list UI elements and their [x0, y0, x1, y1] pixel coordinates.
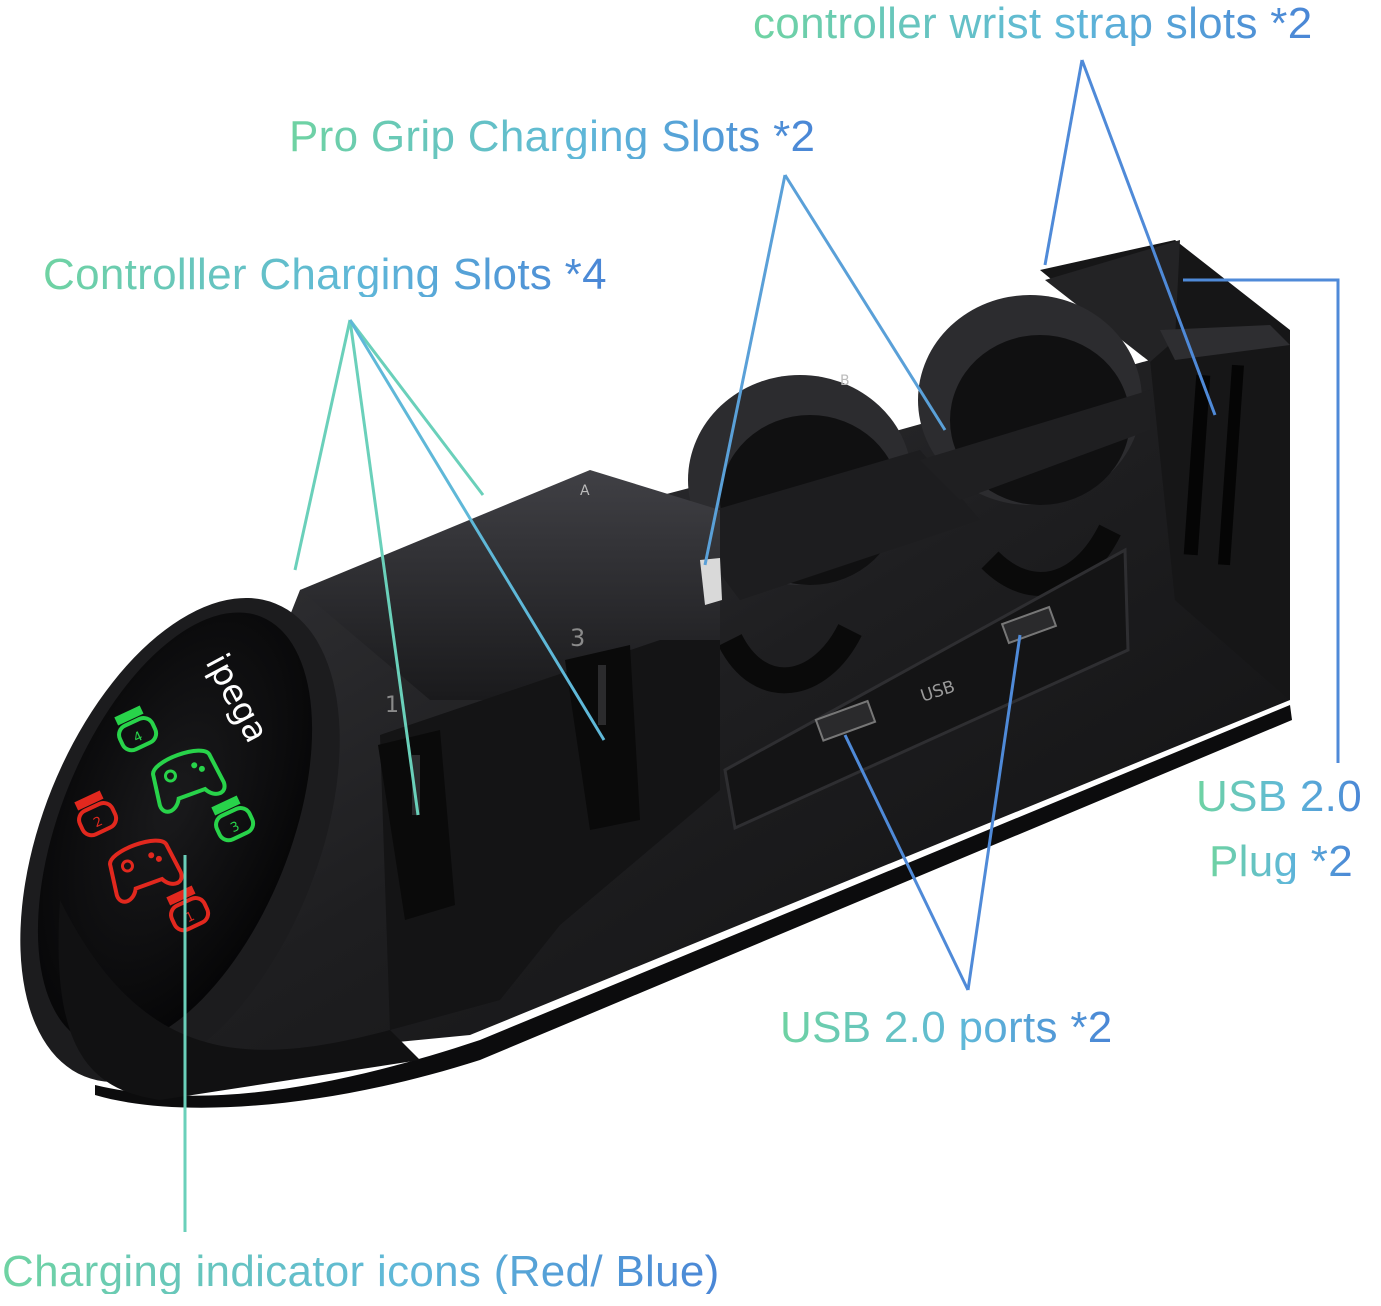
callout-wrist-strap-1: [1043, 59, 1084, 266]
dock-body: [20, 240, 1292, 1108]
label-usb-plug-line1: USB 2.0: [1196, 772, 1362, 821]
pro-grip-port: [700, 558, 722, 605]
callout-controller-3: [348, 319, 485, 496]
joycon-icon: 2: [74, 790, 119, 838]
indicator-icons: 4 3 2: [74, 705, 256, 933]
indicator-face: [37, 612, 313, 1048]
callout-usb-plug: [1183, 278, 1340, 763]
callout-lines: [183, 59, 1340, 1232]
label-wrist-strap-slots: controller wrist strap slots *2: [753, 0, 1313, 48]
callout-controller-4: [348, 319, 606, 741]
callout-usb-port-2: [966, 634, 1022, 991]
label-charging-indicator: Charging indicator icons (Red/ Blue): [2, 1247, 720, 1296]
callout-usb-port-1: [843, 734, 970, 991]
callout-controller-1: [293, 319, 352, 571]
label-controller-slots: Controlller Charging Slots *4: [43, 250, 607, 299]
slot-letter-b: B: [840, 373, 850, 389]
callout-pro-grip-2: [783, 174, 947, 431]
slot-letter-a: A: [580, 483, 590, 499]
label-usb-ports: USB 2.0 ports *2: [780, 1003, 1113, 1052]
usb-port-1: [814, 699, 877, 742]
callout-wrist-strap-2: [1080, 59, 1217, 416]
joycon-icon: 4: [114, 705, 159, 753]
callout-pro-grip-1: [703, 174, 787, 566]
slot-number-1: 1: [385, 693, 399, 718]
usb-port-2: [1000, 605, 1058, 645]
label-pro-grip-slots: Pro Grip Charging Slots *2: [289, 112, 816, 161]
callout-controller-2: [348, 319, 420, 816]
gamepad-icon: [151, 748, 227, 814]
slot-number-3: 3: [570, 624, 585, 652]
label-usb-plug-line2: Plug *2: [1209, 837, 1353, 886]
gamepad-icon: [108, 838, 184, 904]
